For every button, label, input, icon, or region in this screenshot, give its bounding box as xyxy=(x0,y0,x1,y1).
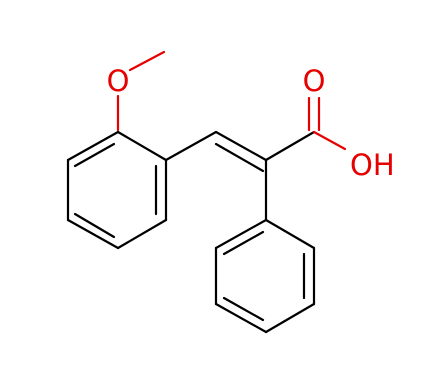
o-methyl-bond xyxy=(128,50,166,72)
methoxy-oxygen-label: O xyxy=(107,64,130,98)
methoxyphenyl-ring xyxy=(66,130,168,250)
phenyl-ring xyxy=(214,158,316,334)
carbonyl-oxygen-label: O xyxy=(303,64,326,98)
carboxylic-acid-group: O OH xyxy=(264,64,395,182)
hydroxyl-label: OH xyxy=(350,148,395,182)
methoxy-group: O xyxy=(107,50,166,132)
alkene-linker xyxy=(164,130,268,173)
